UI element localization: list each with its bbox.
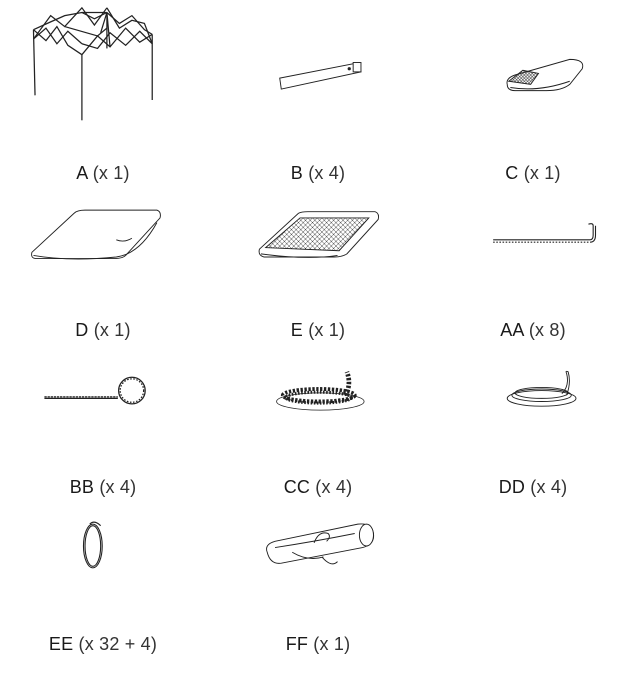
- part-quantity: (x 1): [92, 163, 130, 183]
- part-code: B: [290, 163, 303, 183]
- part-label-ee: EE (x 32 + 4): [0, 634, 206, 655]
- part-label-cc: CC (x 4): [215, 477, 421, 498]
- part-code: EE: [48, 634, 74, 654]
- part-label-c: C (x 1): [430, 163, 620, 184]
- small-folded-panel-icon: [506, 58, 584, 92]
- part-label-e: E (x 1): [215, 320, 421, 341]
- part-code: FF: [285, 634, 309, 654]
- part-label-ff: FF (x 1): [215, 634, 421, 655]
- part-label-aa: AA (x 8): [430, 320, 620, 341]
- part-code: D: [75, 320, 89, 340]
- mesh-panel-icon: [258, 211, 380, 258]
- part-code: E: [290, 320, 303, 340]
- leg-bar-icon: [279, 61, 362, 90]
- part-quantity: (x 32 + 4): [78, 634, 158, 654]
- coiled-rope-icon: [276, 370, 365, 411]
- part-code: AA: [500, 320, 524, 340]
- ring-icon: [82, 521, 103, 569]
- part-e: E (x 1): [215, 157, 421, 340]
- part-label-bb: BB (x 4): [0, 477, 206, 498]
- part-code: DD: [498, 477, 526, 497]
- part-quantity: (x 1): [308, 320, 346, 340]
- part-quantity: (x 4): [308, 163, 346, 183]
- part-code: BB: [69, 477, 95, 497]
- part-quantity: (x 1): [523, 163, 561, 183]
- part-code: A: [76, 163, 88, 183]
- carry-bag-icon: [266, 523, 375, 565]
- part-quantity: (x 4): [99, 477, 137, 497]
- part-label-d: D (x 1): [0, 320, 206, 341]
- part-dd: DD (x 4): [430, 314, 620, 497]
- part-cc: CC (x 4): [215, 314, 421, 497]
- stake-icon: [493, 223, 597, 243]
- part-aa: AA (x 8): [430, 157, 620, 340]
- part-quantity: (x 4): [315, 477, 353, 497]
- canopy-top-icon: [31, 209, 161, 260]
- part-d: D (x 1): [0, 157, 206, 340]
- part-label-a: A (x 1): [0, 163, 206, 184]
- part-label-b: B (x 4): [215, 163, 421, 184]
- part-quantity: (x 1): [313, 634, 351, 654]
- part-c: C (x 1): [430, 0, 620, 183]
- part-ee: EE (x 32 + 4): [0, 471, 206, 654]
- part-code: C: [505, 163, 519, 183]
- part-code: CC: [283, 477, 311, 497]
- part-quantity: (x 4): [530, 477, 568, 497]
- part-ff: FF (x 1): [215, 471, 421, 654]
- canopy-frame-icon: [32, 6, 153, 121]
- part-a: A (x 1): [0, 0, 206, 183]
- part-label-dd: DD (x 4): [430, 477, 620, 498]
- part-b: B (x 4): [215, 0, 421, 183]
- part-bb: BB (x 4): [0, 314, 206, 497]
- part-quantity: (x 8): [528, 320, 566, 340]
- part-quantity: (x 1): [93, 320, 131, 340]
- coiled-strap-icon: [506, 370, 577, 407]
- bungee-cord-icon: [44, 376, 146, 405]
